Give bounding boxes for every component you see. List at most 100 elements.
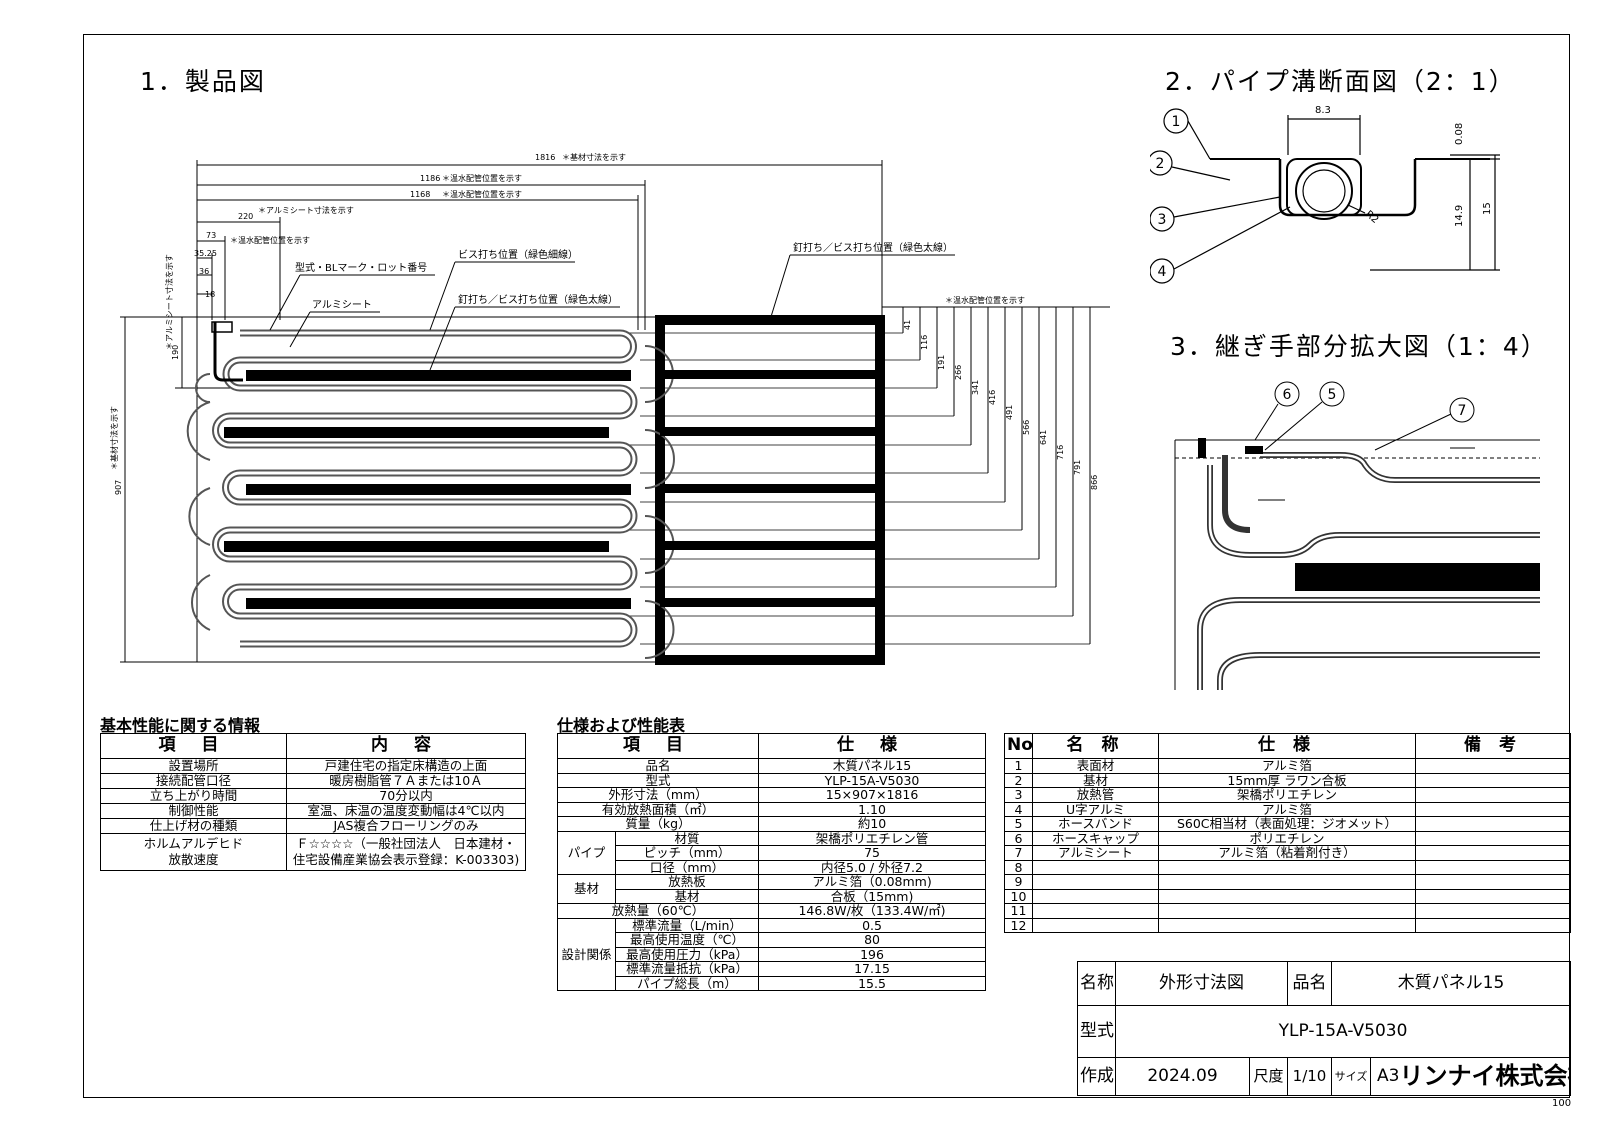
table-cell: 名称 — [1077, 961, 1116, 1006]
table-cell: 戸建住宅の指定床構造の上面 — [286, 758, 526, 774]
table-cell — [1158, 917, 1416, 933]
callout-5: 5 — [1328, 387, 1337, 403]
table-cell — [1158, 859, 1416, 875]
table-row: 設計関係標準流量（L/min）0.5 — [557, 917, 987, 991]
table-row: パイプ総長（m）15.5 — [558, 975, 987, 991]
table-cell: 2 — [1004, 772, 1033, 788]
label-alu-sheet: アルミシート — [312, 300, 372, 311]
dim-total: 15 — [1482, 202, 1493, 215]
table-cell: 設置場所 — [100, 758, 287, 774]
table-cell: 70分以内 — [286, 788, 526, 804]
table-cell: 12 — [1004, 917, 1033, 933]
table-row: 最高使用温度（℃）80 — [558, 932, 987, 948]
table-cell — [1158, 874, 1416, 890]
table-cell: ホースキャップ — [1032, 830, 1159, 846]
drawing-frame — [83, 34, 1570, 1098]
svg-text:190: 190 — [171, 345, 180, 360]
section-title-product: 1．製品図 — [140, 67, 266, 96]
table-cell — [1158, 888, 1416, 904]
basic-perf-table: 項 目内 容 設置場所戸建住宅の指定床構造の上面 接続配管口径暖房樹脂管７Ａまた… — [100, 733, 526, 871]
table-cell: 標準流量（L/min） — [614, 917, 760, 933]
table-cell: ホルムアルデヒド放散速度 — [100, 833, 287, 871]
table-cell: 80 — [758, 932, 987, 948]
table-row: ホルムアルデヒド放散速度 Ｆ☆☆☆☆（一般社団法人 日本建材・住宅設備産業協会表… — [100, 833, 526, 871]
dim-foil: 0.08 — [1454, 123, 1465, 145]
table-row: 最高使用圧力（kPa）196 — [558, 946, 987, 962]
product-name: 木質パネル15 — [1330, 961, 1572, 1006]
section-title-joint: 3．継ぎ手部分拡大図（1：4） — [1170, 332, 1548, 361]
table-cell — [1415, 845, 1571, 861]
table-row: 12 — [1004, 917, 1571, 933]
svg-text:866: 866 — [1090, 475, 1099, 490]
table-cell: 15mm厚 ラワン合板 — [1158, 772, 1416, 788]
table-cell: 基材 — [1032, 772, 1159, 788]
col-header: 内 容 — [286, 733, 526, 759]
table-part: 項 目内 容 — [100, 733, 526, 759]
svg-text:73: 73 — [206, 231, 216, 240]
svg-text:＊温水配管位置を示す: ＊温水配管位置を示す — [230, 235, 310, 245]
col-header: 仕 様 — [758, 733, 987, 759]
table-cell: 口径（mm） — [614, 859, 760, 875]
table-row: 制御性能室温、床温の温度変動幅は4℃以内 — [100, 803, 526, 819]
callout-4: 4 — [1158, 264, 1167, 280]
svg-text:35.25: 35.25 — [194, 249, 217, 258]
table-cell: 制御性能 — [100, 803, 287, 819]
table-cell — [1415, 917, 1571, 933]
table-cell: 最高使用温度（℃） — [614, 932, 760, 948]
table-cell: 合板（15mm) — [758, 888, 987, 904]
label-model-mark: 型式・BLマーク・ロット番号 — [295, 261, 427, 274]
table-cell: 0.5 — [758, 917, 987, 933]
table-cell: アルミシート — [1032, 845, 1159, 861]
table-cell: 8 — [1004, 859, 1033, 875]
svg-text:1186: 1186 — [420, 174, 440, 183]
table-cell — [1032, 859, 1159, 875]
col-header: 項 目 — [100, 733, 287, 759]
table-cell: 立ち上がり時間 — [100, 788, 287, 804]
table-cell: JAS複合フローリングのみ — [286, 818, 526, 834]
drawing-name: 外形寸法図 — [1115, 961, 1288, 1006]
table-cell: 接続配管口径 — [100, 773, 287, 789]
table-cell: 5 — [1004, 816, 1033, 832]
table-row: ピッチ（mm）75 — [558, 845, 987, 861]
table-cell — [1158, 903, 1416, 919]
sheet-code: 100 — [1552, 1098, 1572, 1109]
svg-text:36: 36 — [199, 267, 209, 276]
table-cell: ホースバンド — [1032, 816, 1159, 832]
table-cell: 10 — [1004, 888, 1033, 904]
table-cell — [1415, 758, 1571, 774]
table-cell — [1415, 787, 1571, 803]
table-row: 質量（kg）約10 — [556, 816, 987, 832]
table-cell: アルミ箔（0.08mm) — [758, 874, 987, 890]
table-cell: 6 — [1004, 830, 1033, 846]
right-dim-lines — [902, 307, 1091, 644]
dim-1816: 1816 — [535, 153, 555, 162]
table-cell — [1415, 859, 1571, 875]
table-cell — [1032, 917, 1159, 933]
table-cell: 196 — [758, 946, 987, 962]
col-header: 項 目 — [556, 733, 760, 759]
svg-text:＊温水配管位置を示す: ＊温水配管位置を示す — [442, 173, 522, 183]
table-cell: 品名 — [556, 758, 760, 774]
basic-perf-title: 基本性能に関する情報 — [100, 716, 261, 735]
table-row: 9 — [1004, 874, 1571, 890]
table-cell: YLP-15A-V5030 — [758, 772, 987, 788]
table-row: 放熱量（60℃）146.8W/枚（133.4W/㎡) — [556, 903, 987, 919]
table-row: 有効放熱面積（㎡）1.10 — [556, 801, 987, 817]
table-cell: 放熱管 — [1032, 787, 1159, 803]
callout-6: 6 — [1283, 387, 1292, 403]
pipe-section-diagram: 8.3 0.08 14.9 15 R2 1 2 3 4 — [1150, 105, 1500, 284]
table-cell: 17.15 — [758, 961, 987, 977]
table-cell: U字アルミ — [1032, 801, 1159, 817]
svg-text:41: 41 — [903, 320, 912, 330]
table-cell: 15×907×1816 — [758, 787, 987, 803]
drawing-scale: 1/10 — [1287, 1057, 1332, 1096]
svg-text:116: 116 — [920, 335, 929, 350]
label-nail-screw-pos: 釘打ち／ビス打ち位置（緑色太線） — [458, 293, 618, 306]
